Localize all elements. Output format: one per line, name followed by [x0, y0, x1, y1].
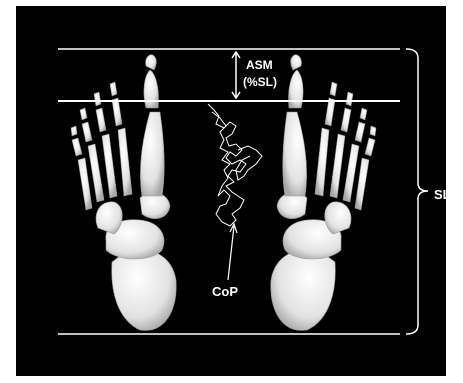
cop-label: CoP: [212, 284, 238, 299]
asm-label: ASM: [246, 58, 273, 72]
sl-label: SL: [434, 187, 451, 202]
asm-unit-label: (%SL): [243, 75, 277, 89]
